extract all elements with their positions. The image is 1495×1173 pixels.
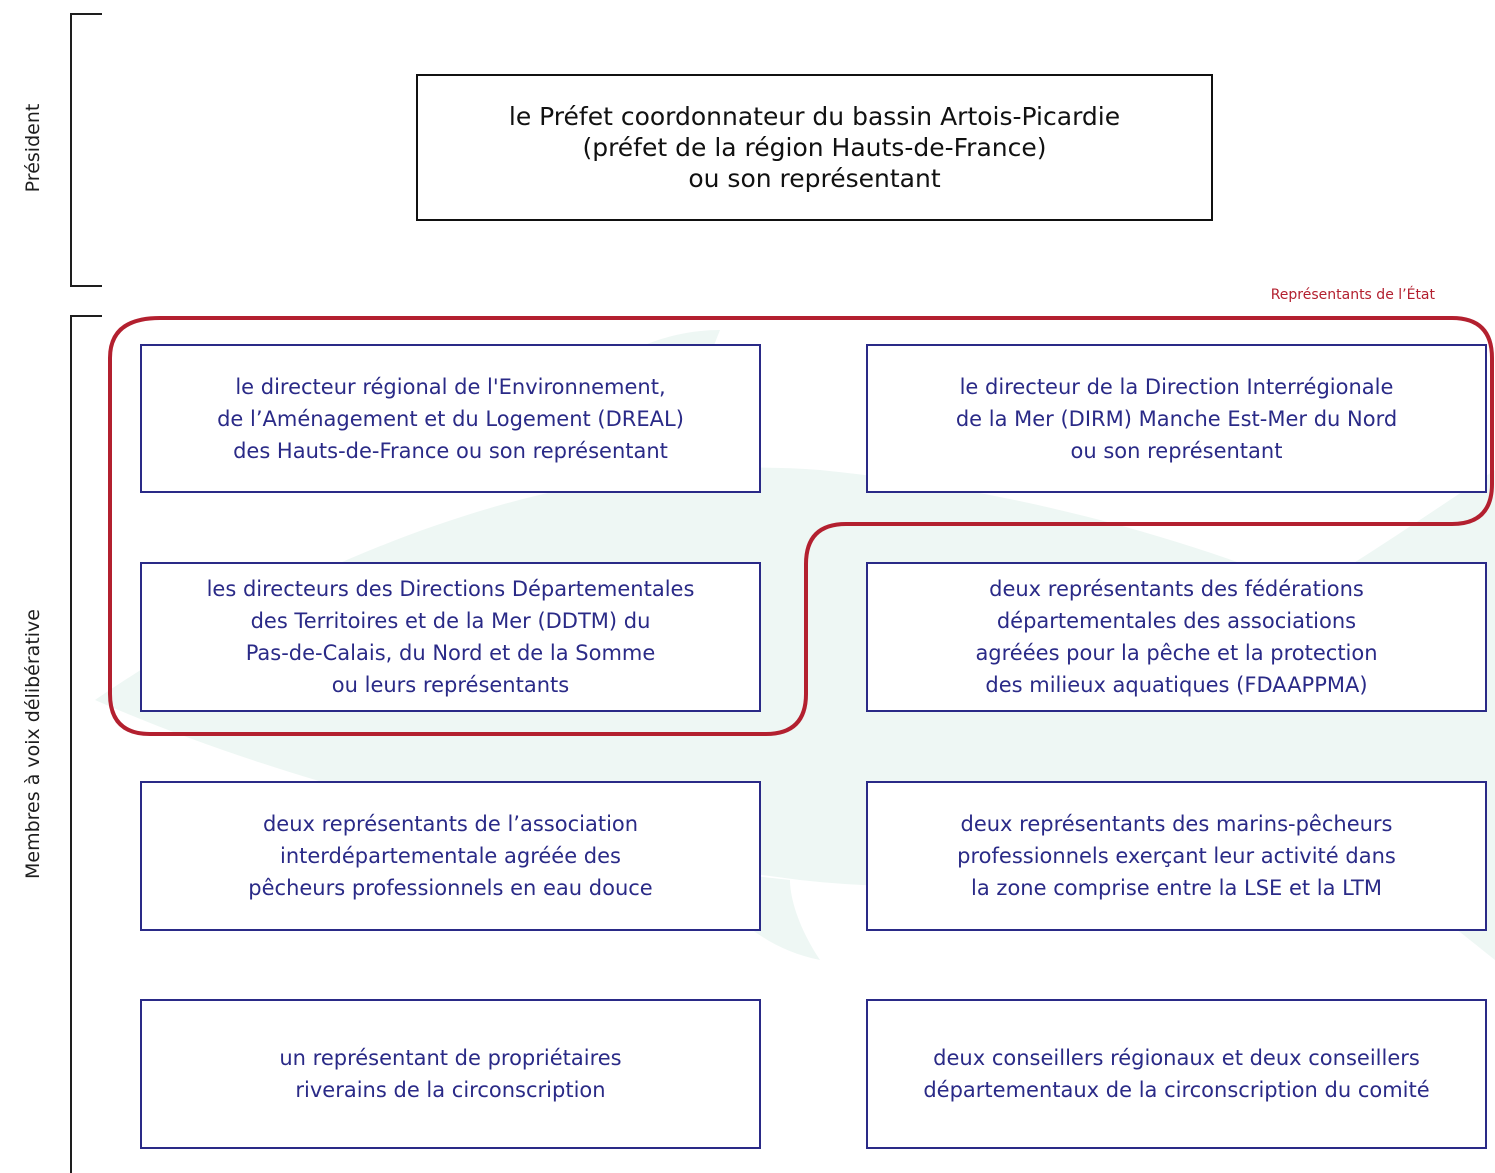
members-section-label: Membres à voix délibérative [22, 609, 44, 879]
member-box-freshwater-fishers: deux représentants de l’association inte… [140, 781, 761, 931]
member-box-sea-fishers: deux représentants des marins-pêcheurs p… [866, 781, 1487, 931]
member-box-riparian-owners: un représentant de propriétaires riverai… [140, 999, 761, 1149]
members-bracket [70, 315, 102, 1173]
member-box-ddtm: les directeurs des Directions Départemen… [140, 562, 761, 712]
member-box-dreal: le directeur régional de l'Environnement… [140, 344, 761, 493]
member-box-councillors: deux conseillers régionaux et deux conse… [866, 999, 1487, 1149]
member-box-fdaappma: deux représentants des fédérations dépar… [866, 562, 1487, 712]
president-section-label: Président [22, 103, 44, 193]
president-bracket [70, 13, 102, 287]
president-box: le Préfet coordonnateur du bassin Artois… [416, 74, 1213, 221]
state-representatives-label: Représentants de l’État [1270, 287, 1435, 303]
member-box-dirm: le directeur de la Direction Interrégion… [866, 344, 1487, 493]
